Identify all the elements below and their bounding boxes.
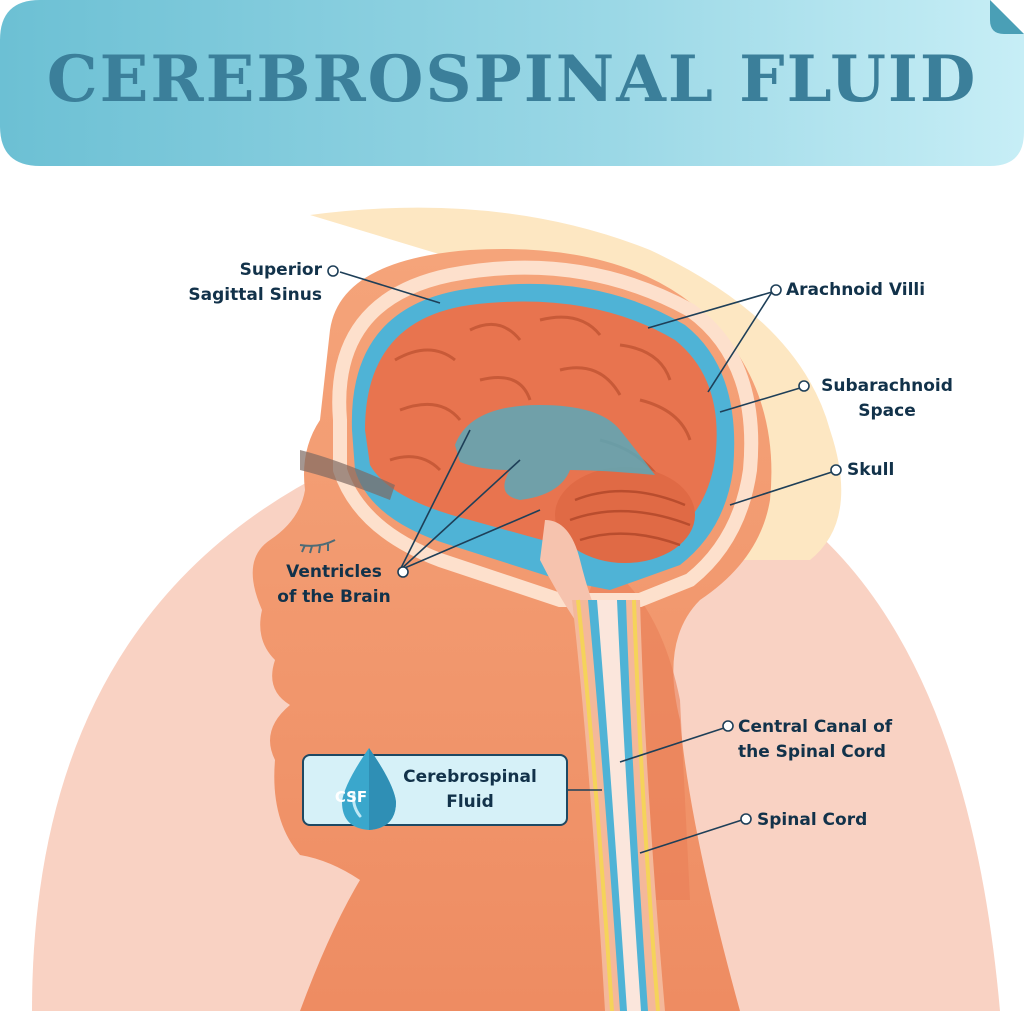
leader-endpoints — [327, 265, 842, 825]
label-line: Superior — [239, 260, 322, 280]
csf-icon-text: CSF — [334, 788, 368, 806]
ventricles-shape — [455, 405, 655, 500]
spinal-column — [572, 599, 665, 1011]
csf-label: Cerebrospinal Fluid — [390, 765, 550, 815]
skull-outline — [332, 260, 759, 607]
label-arachnoid-villi: Arachnoid Villi — [786, 280, 926, 300]
label-subarachnoid-space: Subarachnoid Space — [812, 374, 962, 424]
eyebrow-shape — [300, 450, 395, 500]
title-banner — [0, 0, 1024, 166]
label-line: Subarachnoid — [821, 376, 953, 396]
label-line: the Spinal Cord — [738, 742, 886, 762]
brainstem — [540, 520, 600, 620]
label-spinal-cord: Spinal Cord — [757, 810, 868, 830]
label-line: Space — [858, 401, 916, 421]
label-central-canal: Central Canal of the Spinal Cord — [738, 715, 892, 765]
csf-legend-box: CSF Cerebrospinal Fluid — [302, 748, 568, 830]
label-ventricles: Ventricles of the Brain — [264, 560, 404, 610]
label-line: Sagittal Sinus — [188, 285, 322, 305]
label-line: Fluid — [446, 792, 494, 812]
label-line: Ventricles — [286, 562, 382, 582]
label-line: Cerebrospinal — [403, 767, 537, 787]
leader-lines — [339, 271, 833, 854]
label-superior-sagittal-sinus: Superior Sagittal Sinus — [186, 258, 322, 308]
label-line: Central Canal of — [738, 717, 893, 737]
eyelash-icon — [299, 539, 336, 554]
water-drop-icon — [342, 748, 396, 830]
label-skull: Skull — [847, 460, 895, 480]
label-line: of the Brain — [277, 587, 391, 607]
page-title: CEREBROSPINAL FLUID — [46, 42, 978, 117]
title-area: CEREBROSPINAL FLUID — [0, 0, 1024, 166]
